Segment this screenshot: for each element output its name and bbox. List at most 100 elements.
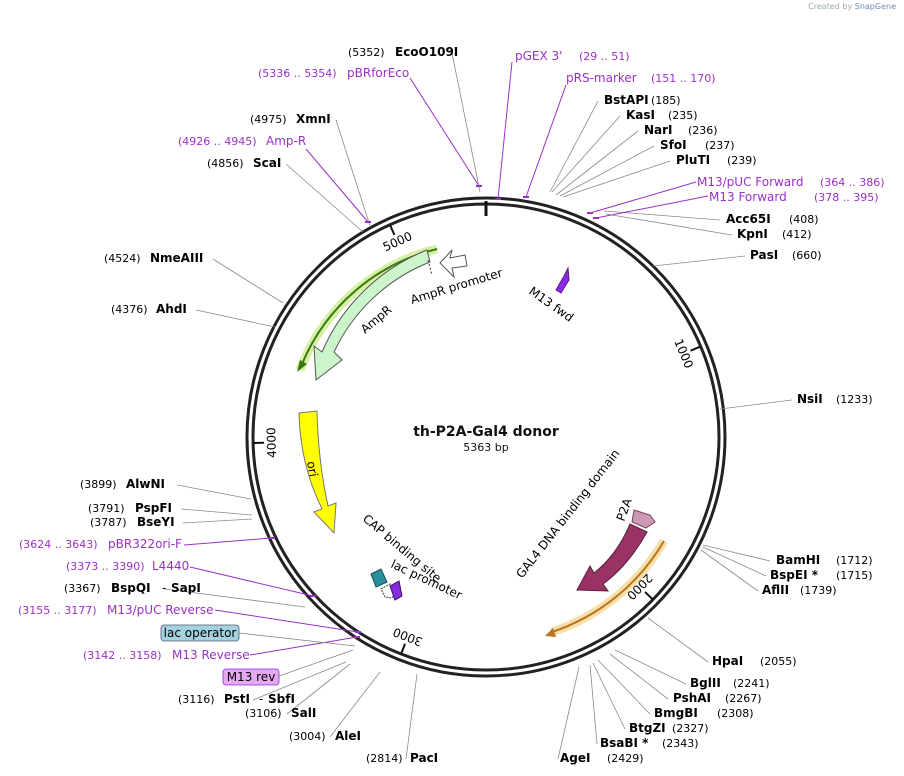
site-leader-line: [329, 671, 381, 738]
primer: pRS-marker (151 .. 170): [566, 71, 716, 85]
site-leader-line: [614, 649, 687, 685]
site-name: SalI: [291, 706, 316, 720]
site-leader-line: [702, 544, 771, 562]
lac-operator-label: lac operator: [164, 626, 237, 640]
primer-name: L4440: [152, 559, 189, 573]
primer-range: (5336 .. 5354): [258, 67, 337, 80]
site-position: (3899): [80, 478, 117, 491]
site-name: BspEI *: [770, 568, 819, 582]
restriction-site: (239) PluTI: [676, 153, 757, 167]
site-name: PstI: [224, 692, 250, 706]
restriction-site: SbfI: [268, 692, 295, 706]
site-name: AleI: [335, 729, 361, 743]
feature-ampr-arrow: [313, 249, 431, 381]
site-leader-line: [286, 663, 351, 715]
restriction-site: (235)KasI: [626, 108, 698, 122]
site-position: (4376): [111, 303, 148, 316]
site-leader-line: [555, 130, 639, 196]
site-name: XmnI: [296, 112, 331, 126]
site-separator: -: [162, 581, 166, 595]
site-leader-line: [405, 673, 418, 760]
restriction-site: (4524)NmeAIII: [104, 251, 203, 265]
site-name: PluTI: [676, 153, 710, 167]
restriction-site: (1712)BamHI: [776, 553, 873, 567]
site-leader-line: [719, 399, 793, 410]
primer-range: (29 .. 51): [579, 50, 630, 63]
m13-rev-box: M13 rev: [222, 649, 354, 686]
site-leader-line: [285, 163, 364, 233]
site-position: (237): [705, 139, 735, 152]
site-name: PspFI: [135, 501, 172, 515]
tick-mark: [644, 591, 654, 601]
site-position: (239): [727, 154, 757, 167]
site-position: (1712): [836, 554, 873, 567]
restriction-site: (4975)XmnI: [250, 112, 331, 126]
primer: M13 Reverse(3142 .. 3158): [83, 648, 250, 662]
feature-m13fwd-arrow: [555, 266, 570, 294]
site-leader-line: [702, 546, 767, 577]
site-name: BglII: [690, 676, 721, 690]
site-leader-line: [182, 518, 253, 524]
site-leader-line: [549, 100, 599, 193]
primer-leader-line: [525, 84, 567, 198]
primer-name: M13/pUC Forward: [697, 175, 804, 189]
site-leader-line: [605, 213, 733, 236]
restriction-site: (3899) AlwNI: [80, 477, 165, 491]
site-leader-line: [551, 115, 621, 193]
primer: M13 Forward(378 .. 395): [709, 190, 879, 204]
site-position: (2267): [725, 692, 762, 705]
tick-mark: [400, 643, 407, 655]
primer-name: M13/pUC Reverse: [107, 603, 214, 617]
site-position: (2055): [760, 655, 797, 668]
site-leader-line: [562, 160, 671, 198]
site-name: BseYI: [137, 515, 175, 529]
plasmid-name: th-P2A-Gal4 donor: [413, 424, 559, 440]
primer-range: (378 .. 395): [814, 191, 879, 204]
primer-range: (3373 .. 3390): [66, 560, 145, 573]
primer-leader-line: [409, 77, 480, 187]
site-leader-line: [700, 549, 759, 592]
site-name: BspQI: [111, 581, 151, 595]
site-name: KpnI: [737, 227, 768, 241]
feature-amppromoter-arrow: [439, 249, 468, 279]
site-leader-line: [252, 661, 347, 701]
restriction-site: (2241) BglII: [690, 676, 770, 690]
site-leader-line: [597, 659, 651, 715]
restriction-site: (2055) HpaI: [712, 654, 797, 668]
site-position: (1715): [836, 569, 873, 582]
tick-mark: [690, 345, 702, 352]
site-name: EcoO109I: [395, 45, 458, 59]
site-leader-line: [652, 255, 746, 267]
restriction-site: (1233)NsiI: [797, 392, 873, 406]
site-leader-line: [647, 617, 709, 663]
restriction-site: (1715) BspEI *: [770, 568, 873, 582]
primer-name: pBR322ori-F: [108, 537, 182, 551]
site-position: (2327): [672, 722, 709, 735]
site-leader-line: [559, 145, 655, 197]
site-name: AlwNI: [126, 477, 165, 491]
site-leader-line: [335, 119, 371, 227]
site-position: (2343): [662, 737, 699, 750]
site-leader-line: [212, 258, 284, 304]
site-leader-line: [609, 653, 669, 700]
feature-gal4-halo: [545, 538, 668, 637]
site-name: HpaI: [712, 654, 743, 668]
site-name: BtgZI: [629, 721, 666, 735]
feature-ori-arrow: [298, 410, 337, 535]
site-position: (1739): [800, 584, 837, 597]
primer-leader-line: [497, 61, 513, 200]
plasmid-size: 5363 bp: [463, 441, 509, 454]
primer-name: pRS-marker: [566, 71, 637, 85]
primer-range: (151 .. 170): [651, 72, 716, 85]
primer: pGEX 3'(29 .. 51): [515, 49, 630, 63]
site-position: (2241): [733, 677, 770, 690]
restriction-site: (3791)PspFI: [88, 501, 172, 515]
site-position: (2814): [366, 752, 403, 765]
primer: M13/pUC Reverse(3155 .. 3177): [18, 603, 214, 617]
tick-label: 1000: [671, 337, 696, 371]
primer: M13/pUC Forward(364 .. 386): [697, 175, 885, 189]
restriction-site: (2327) BtgZI: [629, 721, 709, 735]
restriction-site: (5352)EcoO109I: [348, 45, 458, 59]
restriction-site: (412)KpnI: [737, 227, 812, 241]
primer-name: Amp-R: [266, 134, 306, 148]
